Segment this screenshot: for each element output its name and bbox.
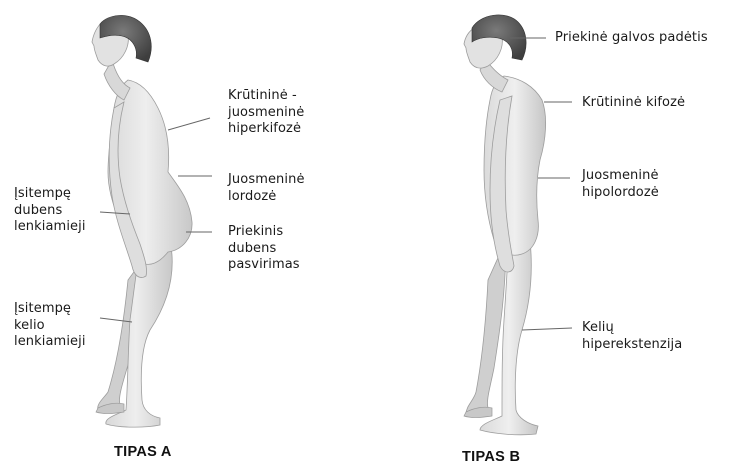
leader-b-knee	[522, 328, 572, 330]
label-b-knee-hyperextension: Kelių hiperekstenzija	[582, 320, 682, 353]
label-b-lumbar-hypolordosis: Juosmeninė hipolordozė	[582, 168, 659, 201]
label-a-tight-knee-flexors: Įsitempę kelio lenkiamieji	[14, 301, 86, 351]
label-b-thoracic-kyphosis: Krūtininė kifozė	[582, 95, 685, 112]
label-b-forward-head-position: Priekinė galvos padėtis	[555, 30, 708, 47]
label-a-tight-hip-flexors: Įsitempę dubens lenkiamieji	[14, 186, 86, 236]
label-a-lumbar-lordosis: Juosmeninė lordozė	[228, 172, 305, 205]
caption-type-a: TIPAS A	[114, 444, 172, 460]
figure-b	[464, 15, 546, 435]
label-a-anterior-pelvic-tilt: Priekinis dubens pasvirimas	[228, 224, 300, 274]
leader-a-thoracolumbar	[168, 118, 210, 130]
figure-a	[92, 15, 192, 427]
caption-type-b: TIPAS B	[462, 449, 520, 465]
label-a-thoracolumbar-hyperkyphosis: Krūtininė - juosmeninė hiperkifozė	[228, 88, 304, 138]
